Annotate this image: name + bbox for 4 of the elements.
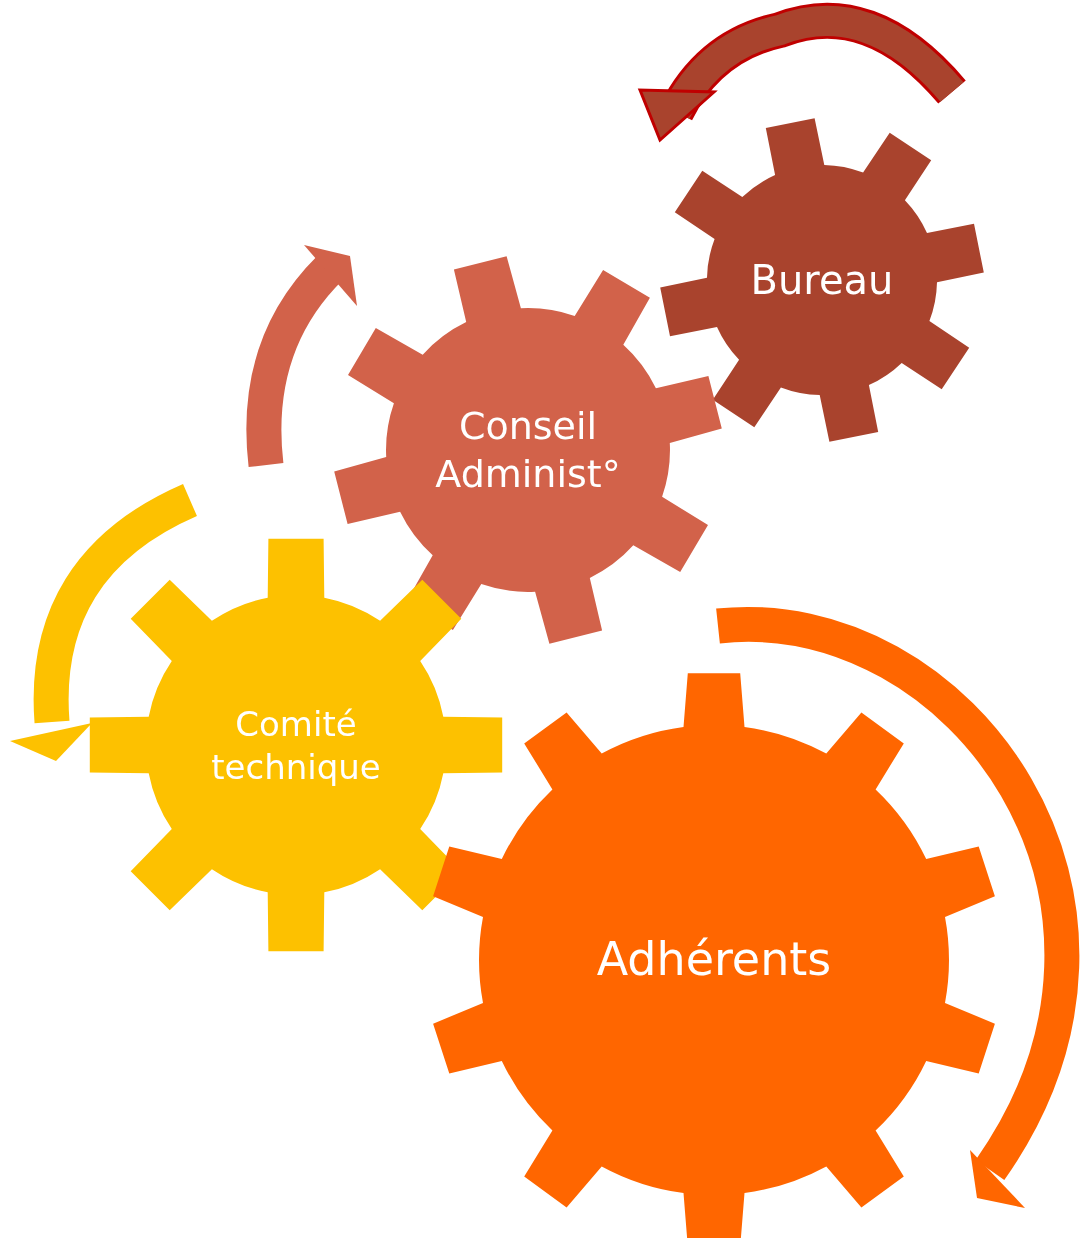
gear-label: Conseil Administ° [434, 402, 622, 497]
gear-label: Bureau [749, 256, 895, 305]
gear-label: Comité technique [210, 702, 382, 788]
gear-label: Adhérents [595, 931, 833, 989]
